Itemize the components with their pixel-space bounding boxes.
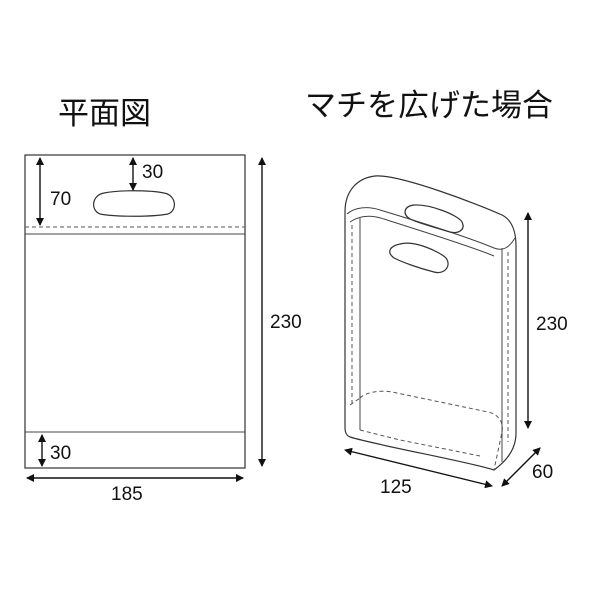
gusset-depth-dim-arrow — [501, 447, 541, 487]
gusset-bottom-dashed-front — [359, 429, 481, 457]
gusset-width-dim-arrow — [344, 447, 493, 489]
gusset-bag-outline — [344, 175, 517, 471]
gusset-depth-dim-label: 60 — [532, 462, 553, 483]
plan-bag-outline — [24, 154, 246, 469]
plan-view-title: 平面図 — [58, 96, 151, 132]
plan-bottom-dim-label: 30 — [50, 443, 71, 464]
plan-height-dim-label: 230 — [270, 312, 302, 333]
gusset-bottom-dashed — [359, 390, 503, 471]
gusset-width-dim-label: 125 — [380, 477, 412, 498]
plan-handle-hole — [93, 190, 175, 217]
gusset-view: 230 125 60 — [344, 175, 568, 498]
gusset-seal-curve — [349, 215, 495, 257]
gusset-bottom-dashed-left — [349, 397, 361, 406]
gusset-handle-back — [404, 204, 464, 234]
gusset-view-title: マチを広げた場合 — [305, 88, 553, 124]
plan-handle-dim-label: 30 — [142, 162, 163, 183]
gusset-height-dim-label: 230 — [536, 314, 568, 335]
plan-width-dim-label: 185 — [111, 484, 143, 505]
gusset-handle-front — [389, 242, 449, 274]
plan-view: 30 70 230 30 185 — [24, 154, 302, 505]
gusset-flap-curve — [346, 207, 516, 250]
plan-fold-dim-label: 70 — [50, 189, 71, 210]
